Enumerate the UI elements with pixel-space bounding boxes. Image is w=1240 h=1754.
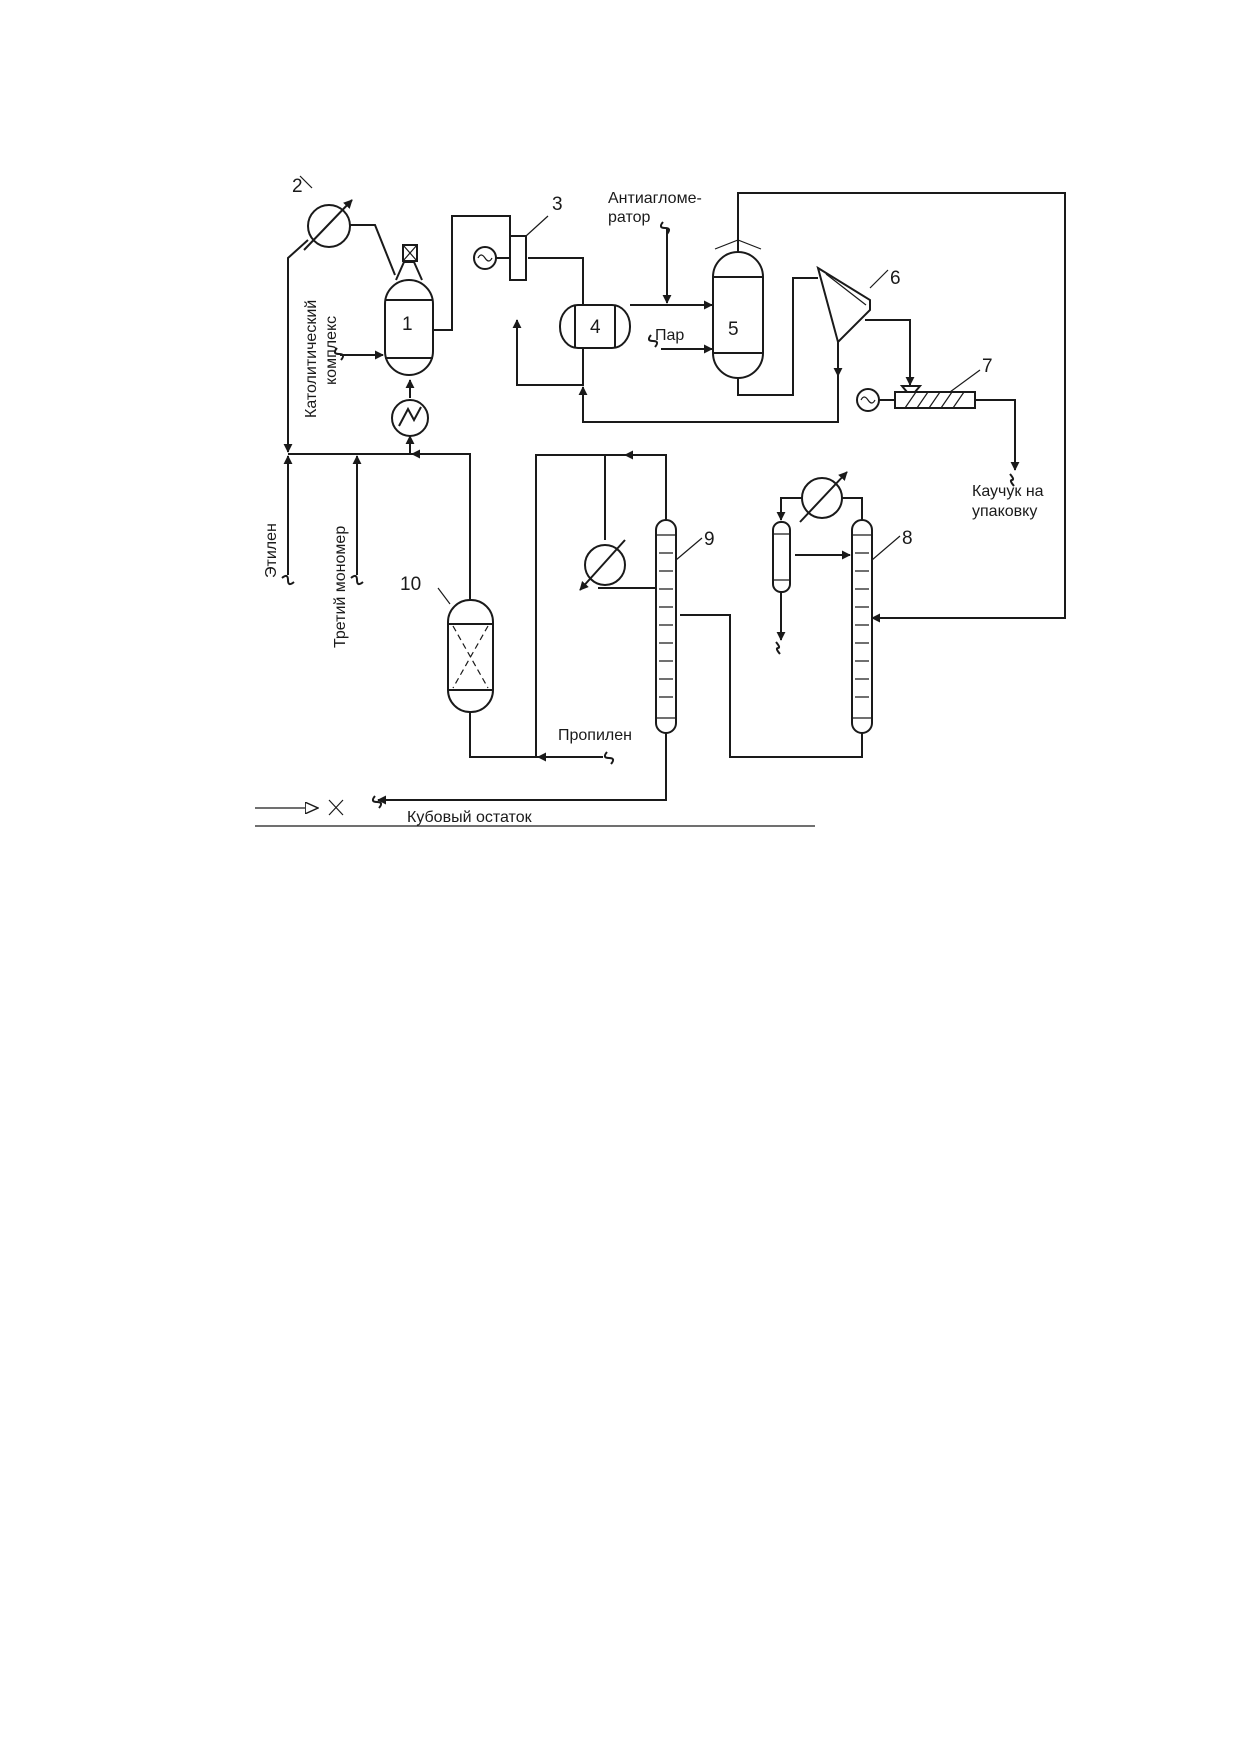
label-10: 10 [400, 574, 421, 595]
wavy-break-icon [659, 221, 671, 235]
pipe-separator6-return [578, 376, 839, 423]
mixer-3 [473, 215, 549, 281]
pipe-exchanger2-to-reactor1 [350, 224, 396, 276]
heat-exchanger-9 [579, 539, 626, 591]
wavy-break-icon [371, 795, 383, 809]
drum-4 [559, 304, 631, 349]
label-antiagglomerator-1: Антиагломе- [608, 190, 702, 207]
wavy-break-icon [281, 574, 295, 586]
piping [255, 192, 1066, 827]
label-catalytic-2: комплекс [323, 316, 340, 385]
coil-heater-icon [391, 399, 429, 437]
label-8: 8 [902, 528, 913, 549]
label-2: 2 [292, 176, 303, 197]
pipe-column8-overhead-return [776, 497, 802, 521]
equipment-numbers: 2 1 3 4 5 6 7 8 9 10 [292, 176, 993, 595]
label-9: 9 [704, 529, 715, 550]
pipe-extruder-to-packing [975, 399, 1020, 471]
label-5: 5 [728, 319, 739, 340]
wavy-break-icon [333, 347, 345, 361]
label-antiagglomerator-2: ратор [608, 209, 650, 226]
label-steam: Пар [655, 327, 684, 344]
pipe-separator6-to-extruder7 [865, 319, 915, 386]
wavy-break-icon [775, 641, 781, 655]
wavy-break-icon [647, 334, 659, 348]
pipe-column9-to-purifier10 [535, 454, 625, 758]
pipe-reactor1-to-mixer3 [432, 215, 511, 331]
label-third-monomer: Третий мономер [332, 526, 349, 648]
label-bottoms: Кубовый остаток [407, 809, 533, 826]
heat-exchanger-2 [299, 175, 353, 251]
pipe-degasser5-to-separator6 [737, 277, 818, 396]
extruder-7 [856, 369, 981, 412]
separator-6 [816, 265, 889, 344]
label-propylene: Пропилен [558, 727, 632, 744]
purifier-10 [437, 587, 494, 713]
pipe-recycle-10-to-manifold [411, 449, 471, 600]
label-rubber-2: упаковку [972, 503, 1037, 520]
pipe-exchanger2-to-manifold [283, 239, 309, 453]
label-1: 1 [402, 314, 413, 335]
pipe-column9-bottoms [377, 733, 667, 805]
reflux-drum [772, 521, 791, 593]
pipe-column9-overhead [624, 450, 667, 520]
pipe-purifier10-bottom [469, 712, 540, 758]
stream-labels: Антиагломе- ратор Пар Католитический ком… [263, 190, 1044, 826]
heat-exchanger-8 [799, 471, 848, 523]
label-rubber-1: Каучук на [972, 483, 1044, 500]
pipe-column8-overhead [842, 497, 863, 520]
pipe-degasser5-overhead [737, 192, 1066, 623]
pipe-column9-to-column8 [680, 614, 863, 758]
label-catalytic-1: Католитический [303, 300, 320, 418]
wavy-break-icon [1009, 473, 1015, 487]
label-3: 3 [552, 194, 563, 215]
wavy-break-icon [603, 751, 615, 765]
wavy-break-icon [350, 574, 364, 586]
legend-cross [328, 799, 344, 816]
degasser-5 [712, 239, 764, 379]
wavy-break-icons [281, 221, 1015, 809]
pipe-drum4-return [512, 319, 584, 386]
label-4: 4 [590, 317, 601, 338]
reactor-1 [384, 244, 434, 376]
column-9 [655, 519, 703, 734]
pipe-mixer3-to-drum4 [528, 257, 584, 305]
label-6: 6 [890, 268, 901, 289]
label-ethylene: Этилен [263, 523, 280, 578]
label-7: 7 [982, 356, 993, 377]
column-8 [772, 519, 901, 734]
